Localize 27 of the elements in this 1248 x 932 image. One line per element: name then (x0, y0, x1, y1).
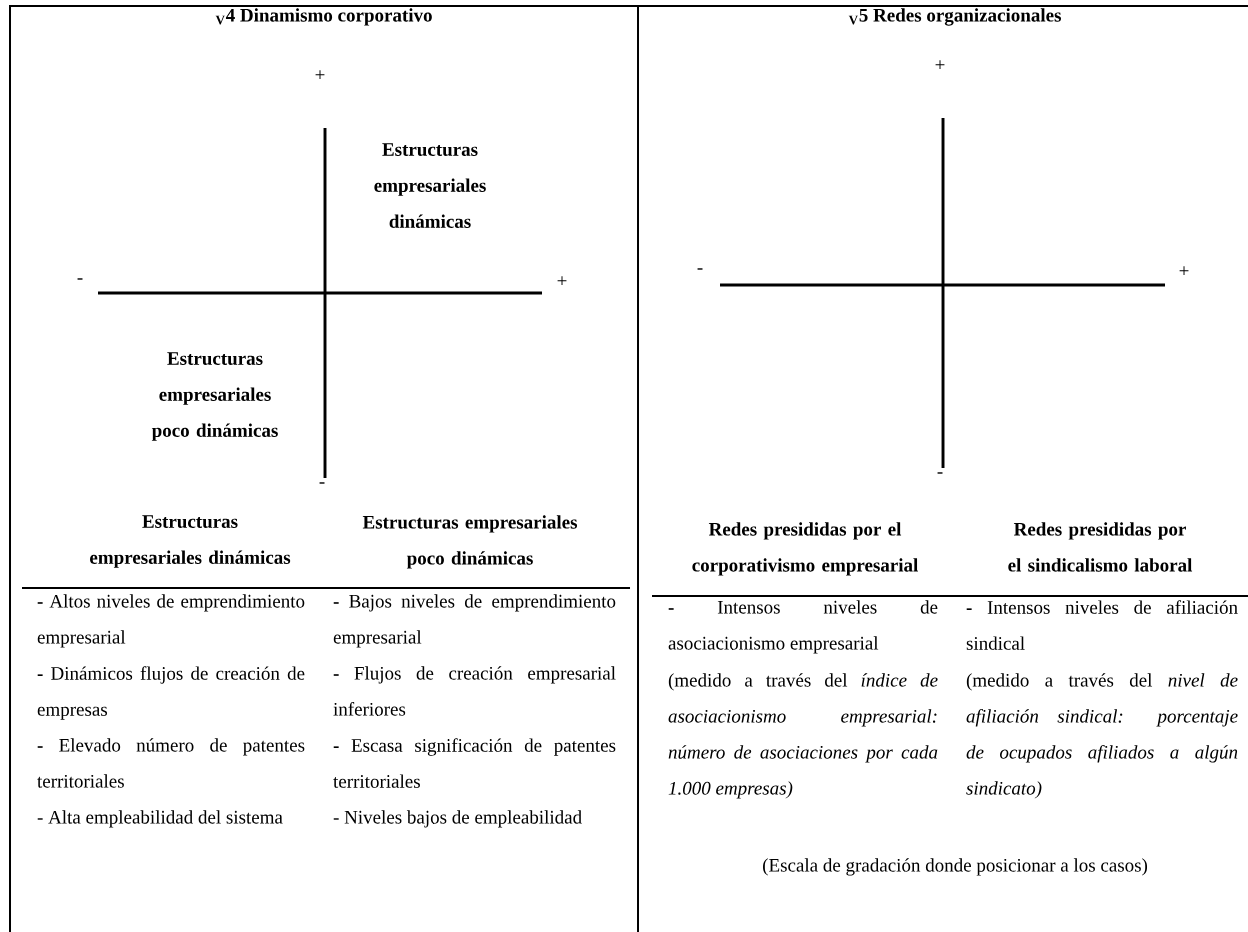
quadrant-label: Estructuras empresariales dinámicas (374, 143, 486, 228)
axis-sign: + (557, 276, 567, 286)
bullet-item: - Dinámicos flujos de creación de empresas (37, 666, 305, 720)
axis-sign: + (315, 70, 325, 80)
bullet-item: - Elevado número de patentes territoriales (37, 738, 305, 788)
axis-sign: - (697, 268, 703, 270)
description-text: (medido a través del índice de asociacionismo empresarial: número de asociaciones por cada 1.000 empresas) (668, 673, 938, 799)
axis-sign: + (1179, 266, 1189, 276)
column-header: Estructuras empresariales poco dinámicas (362, 515, 578, 569)
description-text: (medido a través del nivel de afiliación sindical: porcentaje de ocupados afiliados a algún sindicato) (966, 673, 1238, 799)
bullet-item: - Altos niveles de emprendimiento empresarial (37, 594, 305, 648)
axis-sign: + (935, 60, 945, 70)
axis-sign: - (319, 482, 325, 484)
quadrant-label: Estructuras empresariales poco dinámicas (151, 352, 278, 441)
column-header: Redes presididas por el corporativismo empresarial (692, 522, 918, 576)
bullet-item: - Niveles bajos de empleabilidad (333, 810, 582, 828)
axis-sign: - (937, 472, 943, 474)
panel-title: $_{V}$5 Redes organizacionales (848, 8, 1061, 26)
panel-title: $_{V}$4 Dinamismo corporativo (215, 8, 432, 26)
column-header: Redes presididas por el sindicalismo laboral (1008, 522, 1193, 572)
column-header: Estructuras empresariales dinámicas (90, 515, 291, 568)
bullet-item: - Flujos de creación empresarial inferiores (333, 666, 616, 716)
axis-sign: - (77, 278, 83, 280)
bullet-item: - Bajos niveles de emprendimiento empresarial (333, 594, 616, 648)
bullet-item: - Alta empleabilidad del sistema (37, 810, 283, 828)
note: (Escala de gradación donde posicionar a los casos) (763, 858, 1148, 876)
bullet-item: - Escasa significación de patentes territoriales (333, 738, 616, 788)
